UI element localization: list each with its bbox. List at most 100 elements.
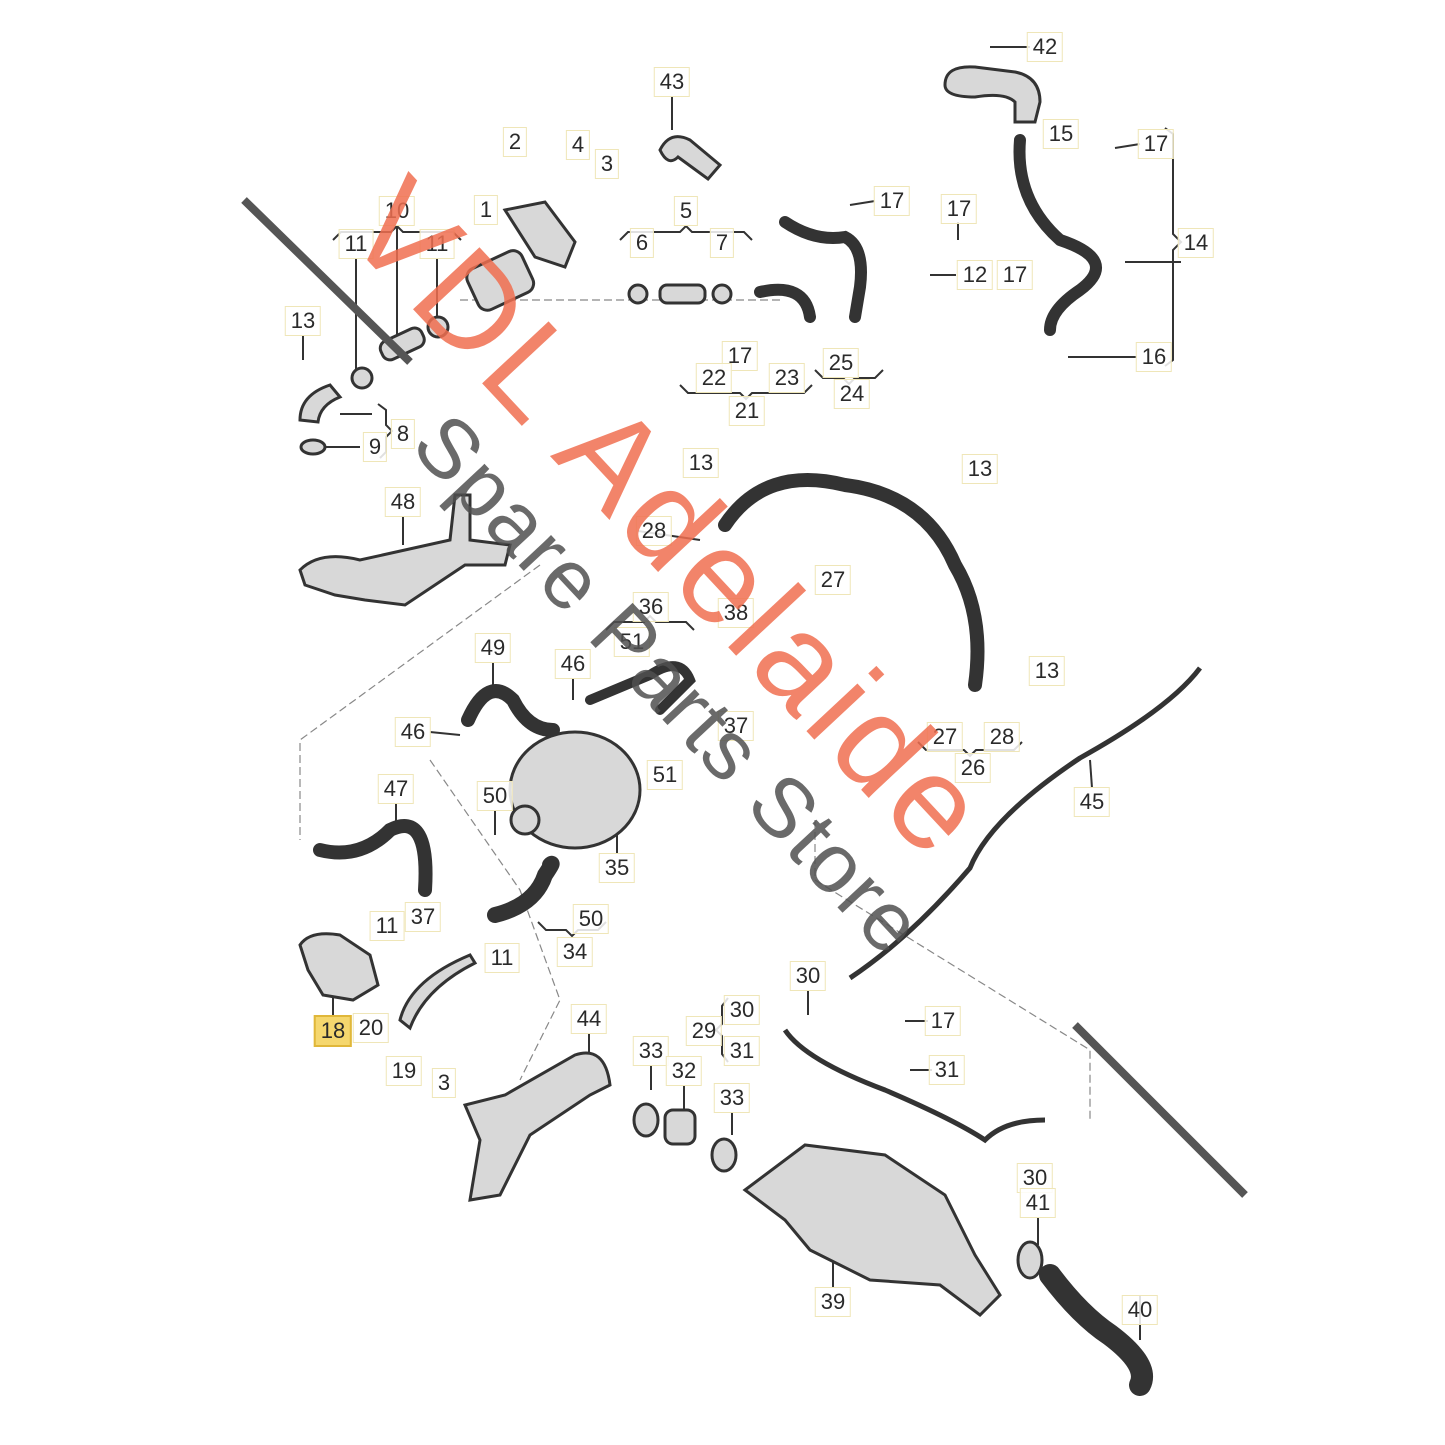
callout-part-36[interactable]: 36: [632, 592, 670, 622]
callout-part-34[interactable]: 34: [556, 937, 594, 967]
callout-part-11[interactable]: 11: [369, 911, 405, 941]
part-39-coolant-pump: [742, 1143, 1002, 1317]
callout-part-33[interactable]: 33: [632, 1036, 670, 1066]
callout-part-47[interactable]: 47: [377, 774, 415, 804]
callout-part-28[interactable]: 28: [635, 516, 673, 546]
bracket-5: [619, 224, 753, 241]
callout-part-14[interactable]: 14: [1177, 228, 1215, 258]
part-14-hose: [1013, 134, 1102, 336]
callout-part-3[interactable]: 3: [431, 1068, 457, 1098]
callout-part-15[interactable]: 15: [1042, 119, 1080, 149]
part-47-hose: [313, 819, 433, 897]
callout-part-12[interactable]: 12: [956, 260, 994, 290]
callout-part-31[interactable]: 31: [928, 1055, 966, 1085]
dashed-guide-right: [814, 820, 1091, 1120]
callout-part-19[interactable]: 19: [385, 1056, 423, 1086]
callout-part-16[interactable]: 16: [1135, 342, 1173, 372]
callout-part-21[interactable]: 21: [728, 396, 766, 426]
callout-part-11[interactable]: 11: [484, 943, 520, 973]
callout-part-41[interactable]: 41: [1019, 1188, 1057, 1218]
callout-part-22[interactable]: 22: [695, 363, 733, 393]
part-43-pipe: [658, 135, 723, 182]
callout-part-46[interactable]: 46: [554, 649, 592, 679]
callout-part-7[interactable]: 7: [709, 228, 735, 258]
callout-part-24[interactable]: 24: [833, 379, 871, 409]
callout-part-26[interactable]: 26: [954, 753, 992, 783]
callout-part-13[interactable]: 13: [682, 448, 720, 478]
callout-part-13[interactable]: 13: [961, 454, 999, 484]
callout-part-9[interactable]: 9: [362, 432, 388, 462]
part-9-seal: [299, 438, 327, 456]
callout-part-23[interactable]: 23: [768, 363, 806, 393]
callout-part-44[interactable]: 44: [570, 1004, 608, 1034]
callout-part-8[interactable]: 8: [390, 419, 416, 449]
part-18-aux-pump: [298, 932, 380, 1002]
part-24-pipe: [779, 216, 867, 323]
decorative-bar-top-left: [241, 197, 413, 365]
callout-part-50[interactable]: 50: [572, 904, 610, 934]
callout-part-18[interactable]: 18: [313, 1015, 353, 1047]
callout-part-11[interactable]: 11: [419, 229, 455, 259]
callout-part-35[interactable]: 35: [598, 853, 636, 883]
callout-part-45[interactable]: 45: [1073, 787, 1111, 817]
callout-part-4[interactable]: 4: [565, 130, 591, 160]
part-48-coolant-flange: [298, 493, 512, 607]
callout-part-30[interactable]: 30: [723, 995, 761, 1025]
decorative-bar-bottom-right: [1072, 1022, 1248, 1198]
callout-part-11[interactable]: 11: [338, 229, 374, 259]
part-42-pipe: [943, 65, 1042, 124]
part-26-pipe: [718, 473, 985, 692]
part-11-ring: [426, 315, 450, 339]
callout-part-31[interactable]: 31: [723, 1036, 761, 1066]
callout-part-38[interactable]: 38: [717, 598, 755, 628]
callout-part-17[interactable]: 17: [873, 186, 911, 216]
callout-part-40[interactable]: 40: [1121, 1295, 1159, 1325]
callout-part-43[interactable]: 43: [653, 67, 691, 97]
callout-part-28[interactable]: 28: [983, 722, 1021, 752]
callout-part-33[interactable]: 33: [713, 1083, 751, 1113]
callout-part-17[interactable]: 17: [940, 194, 978, 224]
callout-part-2[interactable]: 2: [502, 127, 528, 157]
part-35-alternator-pulley: [509, 804, 541, 836]
callout-part-50[interactable]: 50: [476, 781, 514, 811]
callout-part-32[interactable]: 32: [665, 1056, 703, 1086]
callout-part-1[interactable]: 1: [473, 195, 499, 225]
callout-part-37[interactable]: 37: [717, 711, 755, 741]
part-41-seal: [1016, 1240, 1044, 1280]
callout-part-49[interactable]: 49: [474, 633, 512, 663]
callout-part-27[interactable]: 27: [814, 565, 852, 595]
callout-part-51[interactable]: 51: [646, 760, 684, 790]
callout-part-27[interactable]: 27: [926, 722, 964, 752]
part-7-clamp: [711, 283, 733, 305]
callout-part-46[interactable]: 46: [394, 717, 432, 747]
callout-part-51[interactable]: 51: [613, 627, 651, 657]
callout-part-3[interactable]: 3: [594, 149, 620, 179]
callout-part-20[interactable]: 20: [352, 1013, 390, 1043]
callout-part-13[interactable]: 13: [1028, 656, 1066, 686]
part-32-sleeve: [663, 1108, 697, 1146]
part-49-hose: [461, 684, 560, 737]
callout-part-39[interactable]: 39: [814, 1287, 852, 1317]
part-40-hose: [1039, 1264, 1153, 1396]
part-34-hose: [487, 855, 560, 923]
callout-part-6[interactable]: 6: [629, 228, 655, 258]
dashed-guide-center: [429, 759, 561, 1081]
callout-part-25[interactable]: 25: [822, 348, 860, 378]
callout-part-29[interactable]: 29: [685, 1016, 723, 1046]
callout-part-17[interactable]: 17: [924, 1006, 962, 1036]
callout-part-5[interactable]: 5: [673, 196, 699, 226]
part-1-water-pump: [465, 249, 536, 312]
callout-part-42[interactable]: 42: [1026, 32, 1064, 62]
part-29-line: [782, 1028, 1046, 1144]
callout-part-37[interactable]: 37: [404, 902, 442, 932]
callout-part-17[interactable]: 17: [1137, 129, 1175, 159]
callout-part-17[interactable]: 17: [996, 260, 1034, 290]
callout-part-13[interactable]: 13: [284, 306, 322, 336]
part-8-elbow: [298, 383, 343, 424]
callout-part-48[interactable]: 48: [384, 487, 422, 517]
part-5-pipe: [658, 283, 707, 305]
callout-part-10[interactable]: 10: [378, 196, 416, 226]
part-6-clamp: [627, 283, 649, 305]
callout-part-30[interactable]: 30: [789, 961, 827, 991]
